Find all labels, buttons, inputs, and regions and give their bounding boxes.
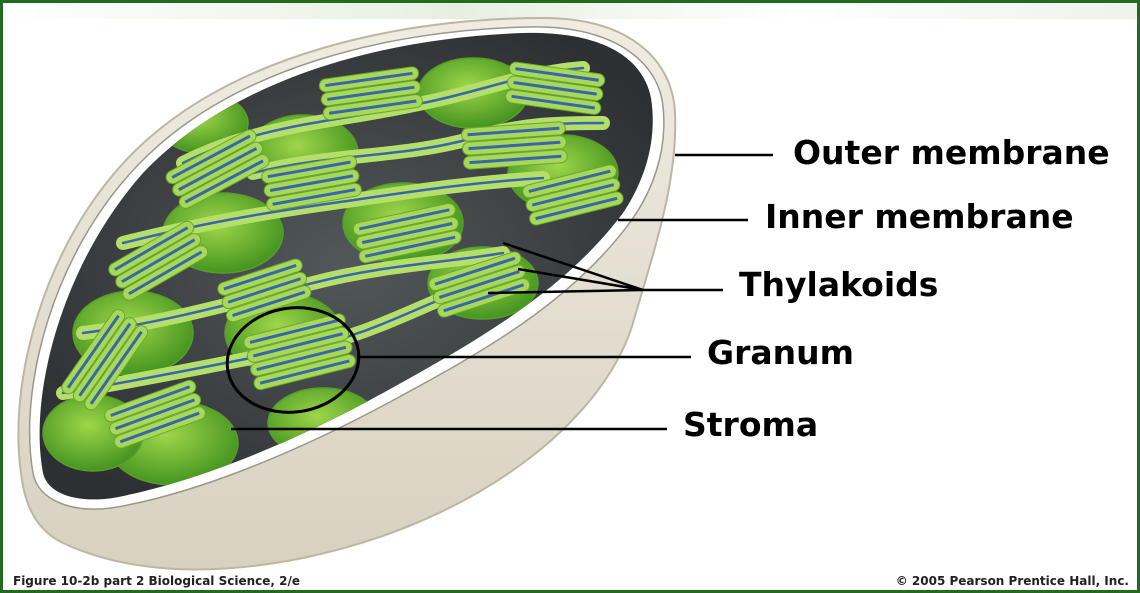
label-thylakoids: Thylakoids bbox=[739, 268, 938, 301]
figure-caption: Figure 10-2b part 2 Biological Science, … bbox=[13, 575, 300, 587]
chloroplast-diagram bbox=[3, 3, 1140, 593]
label-inner-membrane: Inner membrane bbox=[765, 200, 1074, 233]
label-outer-membrane: Outer membrane bbox=[793, 136, 1110, 169]
label-stroma: Stroma bbox=[683, 408, 818, 441]
label-granum: Granum bbox=[707, 336, 854, 369]
copyright-notice: © 2005 Pearson Prentice Hall, Inc. bbox=[896, 575, 1129, 587]
